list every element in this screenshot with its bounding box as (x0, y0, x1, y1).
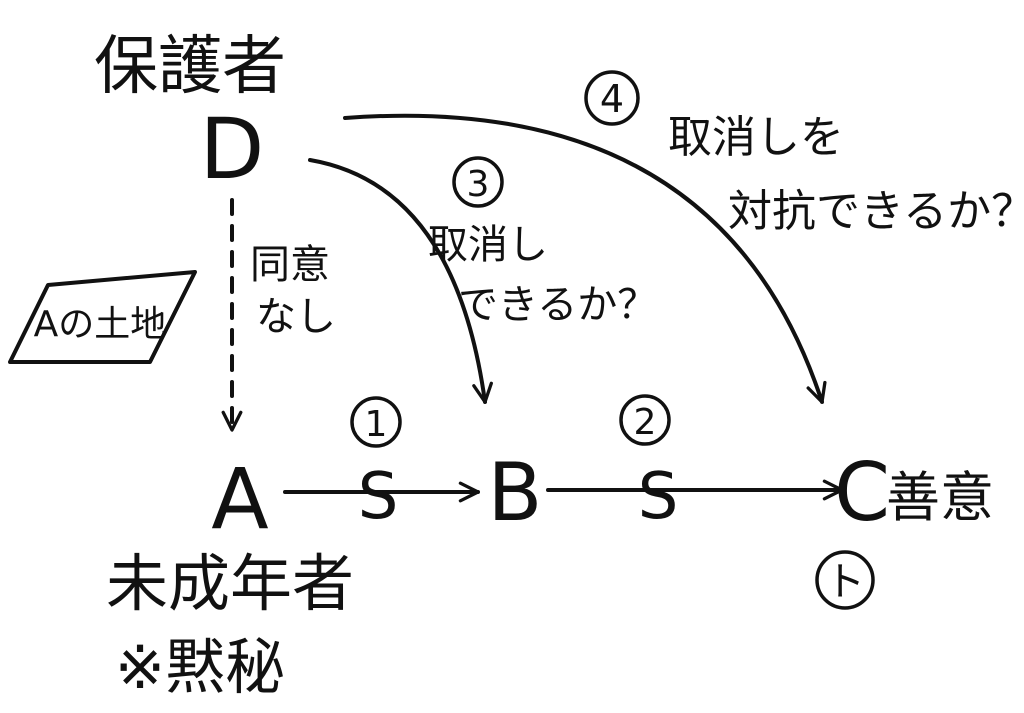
question-3-curve-arrow (308, 158, 493, 404)
question-4-number-circle (584, 70, 640, 126)
third-party-letter: C (834, 446, 890, 539)
sale-2-marker: 2 S (619, 394, 679, 534)
question-3-label: 3 取消し できるか？ (428, 156, 657, 328)
question-4-number: 4 (600, 77, 624, 121)
question-4-line2: 対抗できるか？ (728, 186, 1024, 237)
consent-label-line1: 同意 (250, 242, 330, 288)
minor-role-label: 未成年者 (106, 547, 354, 620)
third-party-role-label: 善意 (886, 466, 994, 529)
question-4-line1: 取消しを (668, 112, 844, 163)
guardian-letter: D (200, 100, 265, 198)
minor-node: A 未成年者 ※黙秘 (106, 450, 354, 703)
question-4-curve-arrow (343, 113, 827, 404)
guardian-role-label: 保護者 (94, 30, 286, 104)
consent-label-line2: なし (256, 294, 336, 340)
minor-note: ※黙秘 (115, 633, 285, 703)
sale-1-marker: 1 S (350, 396, 402, 534)
question-4-label: 4 取消しを 対抗できるか？ (584, 70, 1024, 237)
consent-label: 同意 なし (250, 242, 336, 340)
sale-2-number-circle (619, 394, 671, 446)
sale-1-number: 1 (365, 404, 388, 445)
land-box: Aの土地 (8, 270, 197, 364)
third-party-node: C 善意 ト (815, 446, 994, 610)
question-3-line1: 取消し (428, 222, 548, 268)
sale-1-number-circle (350, 396, 402, 448)
sale-2-mark: S (638, 460, 679, 534)
sale-1-mark: S (358, 460, 399, 534)
buyer-letter: B (488, 446, 543, 539)
guardian-node: 保護者 D (94, 30, 286, 198)
land-parallelogram (8, 270, 197, 364)
minor-letter: A (211, 450, 268, 548)
question-3-number-circle (452, 156, 504, 208)
sale-2-number: 2 (634, 402, 657, 443)
third-party-tag: ト (825, 559, 865, 605)
land-label: Aの土地 (34, 304, 167, 345)
third-party-tag-circle (815, 550, 875, 610)
question-3-line2: できるか？ (458, 282, 657, 328)
question-3-number: 3 (467, 164, 490, 205)
